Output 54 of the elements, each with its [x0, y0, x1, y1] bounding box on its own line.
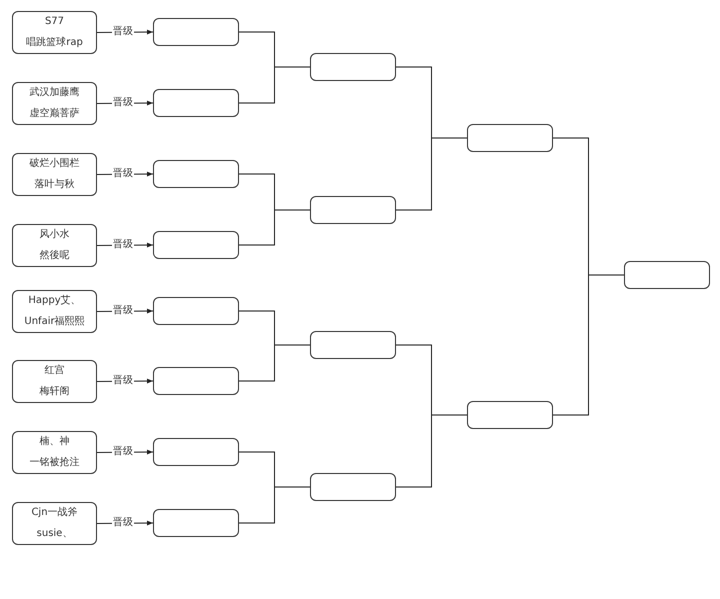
team-name: 红宫	[44, 365, 64, 378]
edge-label: 晋级	[112, 375, 134, 388]
team-box	[12, 153, 97, 196]
team-box	[12, 82, 97, 125]
empty-box	[153, 18, 239, 46]
bracket-line	[396, 138, 468, 210]
empty-box	[153, 297, 239, 325]
empty-box	[153, 509, 239, 537]
team-name: Happy艾、	[28, 295, 81, 308]
edge-label: 晋级	[112, 446, 134, 458]
empty-box	[153, 367, 239, 395]
edge-label: 晋级	[112, 26, 134, 38]
bracket-line	[238, 66, 310, 104]
empty-box	[310, 196, 396, 224]
team-name: 虚空巅菩萨	[30, 108, 80, 120]
edge-label: 晋级	[112, 305, 134, 318]
bracket-line	[238, 344, 310, 382]
team-name: 落叶与秋	[34, 178, 74, 191]
edge-label: 晋级	[112, 239, 134, 252]
empty-box	[310, 53, 396, 81]
team-name: 唱跳篮球rap	[26, 36, 83, 49]
bracket-line	[396, 414, 468, 488]
team-box	[12, 290, 97, 333]
team-name: susie、	[36, 528, 72, 540]
empty-box	[153, 89, 239, 117]
team-name: 楠、神	[40, 436, 70, 448]
team-name: 然後呢	[40, 250, 70, 262]
team-box	[12, 502, 97, 545]
empty-box	[153, 438, 239, 466]
team-box	[12, 431, 97, 474]
empty-box	[467, 124, 553, 152]
team-name: Unfair福熙熙	[24, 316, 85, 328]
team-box	[12, 360, 97, 403]
empty-box	[624, 261, 710, 289]
edge-label: 晋级	[112, 97, 134, 110]
team-box	[12, 224, 97, 267]
empty-box	[153, 231, 239, 259]
edge-label: 晋级	[112, 168, 134, 180]
bracket-line	[552, 274, 624, 416]
team-name: 武汉加藤鹰	[30, 87, 80, 100]
bracket-line	[238, 486, 310, 524]
edge-label: 晋级	[112, 517, 134, 530]
team-name: 梅轩阁	[40, 386, 70, 398]
empty-box	[467, 401, 553, 429]
empty-box	[153, 160, 239, 188]
team-name: 一铭被抢注	[30, 456, 80, 469]
team-name: Cjn一战斧	[31, 507, 78, 520]
empty-box	[310, 331, 396, 359]
team-name: S77	[44, 16, 64, 28]
team-box	[12, 11, 97, 54]
bracket-line	[238, 210, 310, 246]
team-name: 破烂小围栏	[30, 158, 80, 170]
empty-box	[310, 473, 396, 501]
team-name: 风小水	[40, 229, 70, 242]
